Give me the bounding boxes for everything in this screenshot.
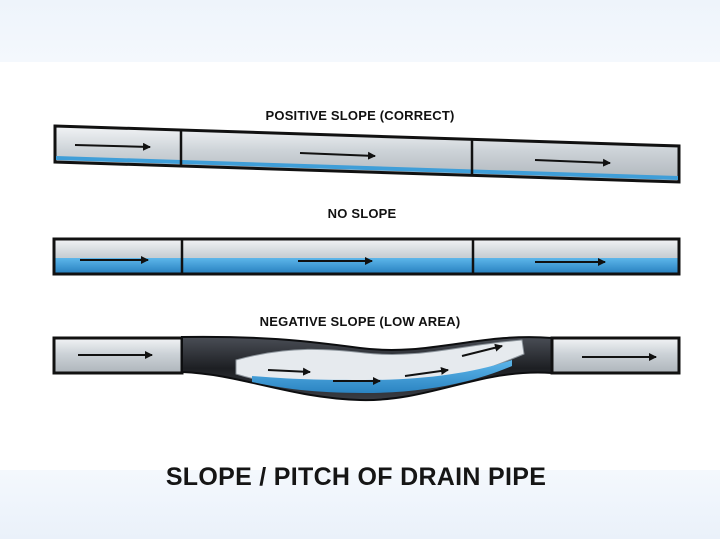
positive-flow-arrow-1 (74, 142, 151, 151)
negative-pooled-water (252, 360, 512, 393)
positive-slope-pipe (53, 124, 681, 184)
top-band (0, 0, 720, 62)
negative-flow-arrow-2 (267, 367, 311, 376)
negative-flow-arrow-4 (404, 367, 449, 377)
negative-right-pipe (550, 336, 681, 375)
positive-flow-arrow-3 (534, 158, 611, 167)
bottom-band (0, 470, 720, 539)
negative-slope-pipe (52, 335, 681, 402)
negative-flow-arrow-5 (461, 343, 503, 357)
positive-slope-label: POSITIVE SLOPE (CORRECT) (265, 108, 455, 123)
no-slope-pipe (52, 237, 681, 276)
negative-slope-label: NEGATIVE SLOPE (LOW AREA) (259, 314, 461, 329)
positive-flow-arrow-2 (299, 151, 376, 160)
level-water (55, 258, 678, 273)
no-slope-label: NO SLOPE (327, 206, 397, 221)
positive-water-line (56, 156, 678, 180)
diagram-title: SLOPE / PITCH OF DRAIN PIPE (165, 463, 547, 491)
